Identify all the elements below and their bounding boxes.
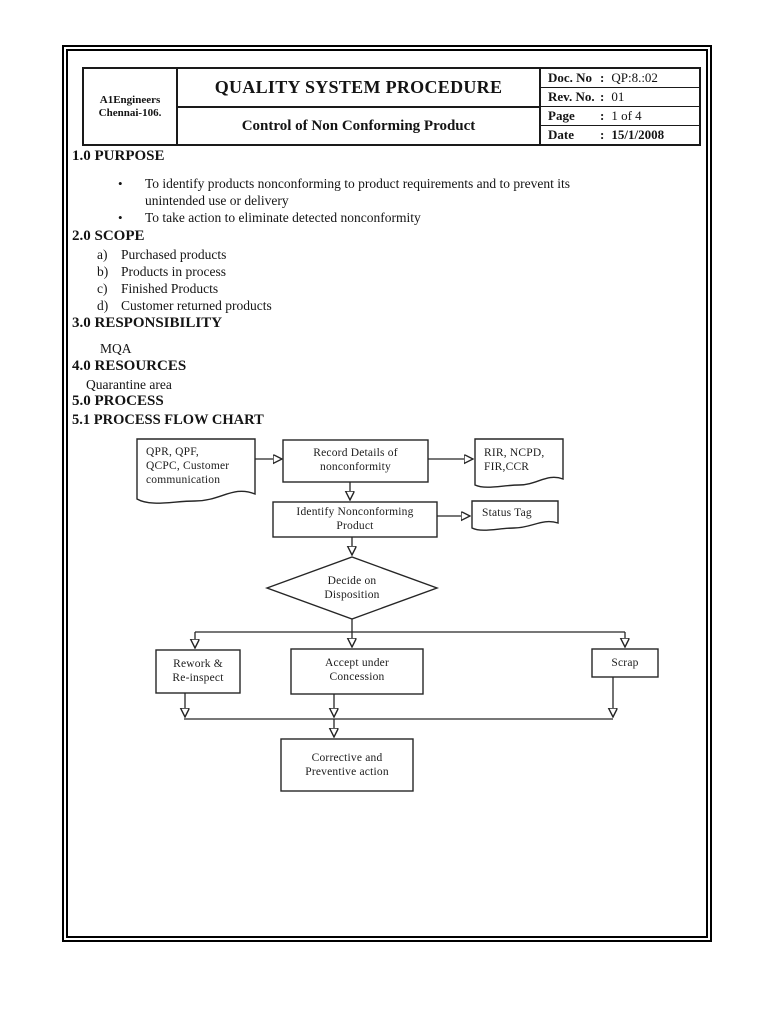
label-line: QPR, QPF, (146, 446, 199, 458)
scope-item-text: Products in process (121, 264, 226, 279)
label-line: Record Details of (313, 447, 398, 459)
meta-row-page: Page:1 of 4 (541, 107, 699, 126)
label-line: Identify Nonconforming (296, 506, 414, 518)
label-line: Concession (329, 671, 385, 683)
meta-row-rev-no: Rev. No.:01 (541, 88, 699, 107)
rework-label: Rework & Re-inspect (156, 657, 240, 685)
scope-item-marker: c) (97, 281, 108, 296)
status-tag-document-shape (471, 500, 559, 531)
outputs-document-shape (474, 438, 564, 488)
decision-diamond (264, 556, 440, 620)
heading-scope: 2.0 SCOPE (72, 228, 145, 244)
title-cell: QUALITY SYSTEM PROCEDURE Control of Non … (178, 69, 541, 144)
bullet-marker: • (118, 210, 123, 225)
page-border (62, 45, 712, 942)
purpose-bullet-line: unintended use or delivery (145, 193, 289, 208)
scrap-box (591, 648, 659, 678)
record-details-box (282, 439, 429, 483)
scope-item-text: Customer returned products (121, 298, 272, 313)
label-line: Preventive action (305, 766, 389, 778)
label-line: communication (146, 474, 221, 486)
meta-row-date: Date:15/1/2008 (541, 126, 699, 144)
header-table: A1Engineers Chennai-106. QUALITY SYSTEM … (82, 67, 701, 146)
scope-item-marker: b) (97, 264, 109, 279)
label-line: Status Tag (482, 507, 532, 519)
label-line: Rework & (173, 658, 223, 670)
document-title: QUALITY SYSTEM PROCEDURE (178, 69, 539, 109)
org-name: A1Engineers (99, 93, 161, 106)
scope-item-text: Purchased products (121, 247, 227, 262)
meta-label: Rev. No. (548, 89, 595, 104)
heading-purpose: 1.0 PURPOSE (72, 148, 165, 164)
inputs-document-label: QPR, QPF, QCPC, Customer communication (146, 445, 254, 487)
label-line: Scrap (611, 657, 639, 669)
meta-label: Date (548, 127, 574, 142)
heading-process: 5.0 PROCESS (72, 393, 164, 409)
meta-separator: : (600, 108, 605, 123)
meta-separator: : (600, 70, 605, 85)
meta-separator: : (600, 89, 605, 104)
capa-label: Corrective and Preventive action (281, 751, 413, 779)
heading-responsibility: 3.0 RESPONSIBILITY (72, 315, 223, 331)
scope-item-text: Finished Products (121, 281, 219, 296)
status-tag-label: Status Tag (482, 506, 532, 520)
page-border-inner (66, 49, 708, 938)
label-line: Decide on (327, 575, 377, 587)
outputs-document-label: RIR, NCPD, FIR,CCR (484, 446, 562, 474)
document-subtitle: Control of Non Conforming Product (241, 117, 476, 134)
label-line: Corrective and (311, 752, 383, 764)
heading-process-flow-chart: 5.1 PROCESS FLOW CHART (72, 412, 264, 428)
meta-cell: Doc. No:QP:8.:02 Rev. No.:01 Page:1 of 4… (541, 69, 699, 144)
meta-value: 01 (611, 89, 625, 104)
record-details-label: Record Details of nonconformity (283, 446, 428, 474)
inputs-document-shape (136, 438, 256, 504)
label-line: FIR,CCR (484, 461, 530, 473)
purpose-bullet-line: To identify products nonconforming to pr… (145, 176, 570, 191)
meta-separator: : (600, 127, 605, 142)
decision-label: Decide on Disposition (292, 574, 412, 602)
label-line: Product (336, 520, 374, 532)
resources-body: Quarantine area (86, 377, 172, 392)
accept-box (290, 648, 424, 695)
scope-item-marker: d) (97, 298, 109, 313)
accept-label: Accept under Concession (291, 656, 423, 684)
meta-value: 15/1/2008 (611, 127, 665, 142)
meta-label: Page (548, 108, 575, 123)
label-line: RIR, NCPD, (484, 447, 545, 459)
label-line: Accept under (324, 657, 390, 669)
label-line: Re-inspect (172, 672, 224, 684)
meta-value: 1 of 4 (611, 108, 642, 123)
meta-value: QP:8.:02 (611, 70, 658, 85)
purpose-bullet-line: To take action to eliminate detected non… (145, 210, 421, 225)
bullet-marker: • (118, 176, 123, 191)
scrap-label: Scrap (592, 656, 658, 670)
capa-box (280, 738, 414, 792)
identify-label: Identify Nonconforming Product (273, 505, 437, 533)
meta-row-doc-no: Doc. No: QP:8.:02 (541, 69, 699, 88)
label-line: nonconformity (320, 461, 391, 473)
meta-label: Doc. No (548, 70, 593, 85)
scope-item-marker: a) (97, 247, 108, 262)
label-line: QCPC, Customer (146, 460, 230, 472)
identify-box (272, 501, 438, 538)
responsibility-body: MQA (100, 341, 132, 356)
org-cell: A1Engineers Chennai-106. (84, 69, 178, 144)
process-flowchart (136, 438, 659, 792)
org-location: Chennai-106. (98, 106, 162, 119)
label-line: Disposition (324, 589, 380, 601)
rework-box (155, 649, 241, 694)
heading-resources: 4.0 RESOURCES (72, 358, 187, 374)
